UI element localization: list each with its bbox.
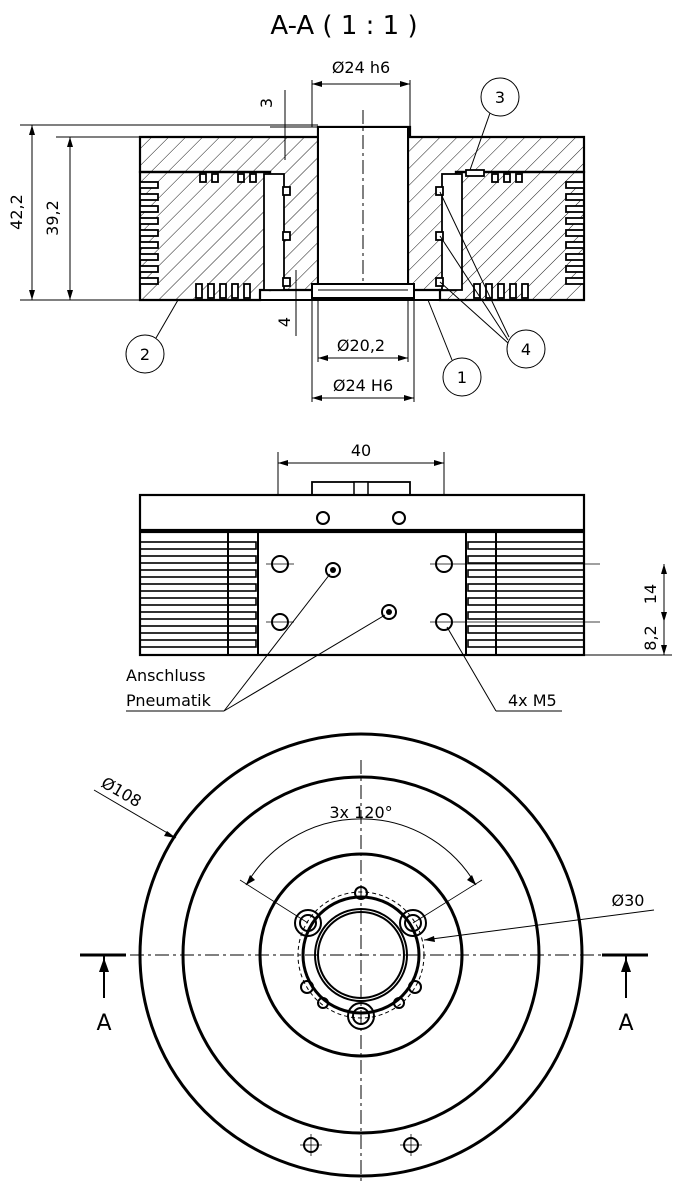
o-ring-grooves [282, 186, 444, 287]
top-view: 3x 120° Ø108 Ø30 A A [80, 732, 655, 1185]
side-fins-left [139, 541, 257, 648]
svg-text:3: 3 [495, 88, 505, 107]
note-threads: 4x M5 [446, 626, 562, 712]
cooling-fins-right [465, 169, 585, 299]
balloon-3: 3 [469, 77, 520, 171]
side-fins-right [467, 541, 585, 648]
svg-text:14: 14 [641, 584, 660, 604]
dim-height-total: 42,2 [7, 124, 318, 301]
section-title: A-A ( 1 : 1 ) [270, 11, 417, 41]
section-mark-left: A [80, 953, 126, 1036]
section-mark-right: A [602, 953, 648, 1036]
svg-text:3x 120°: 3x 120° [329, 803, 392, 822]
svg-text:Anschluss: Anschluss [126, 666, 206, 685]
svg-text:4: 4 [275, 317, 294, 327]
svg-text:8,2: 8,2 [641, 625, 660, 650]
svg-text:1: 1 [457, 368, 467, 387]
svg-text:A: A [618, 1011, 633, 1036]
svg-text:Ø24 H6: Ø24 H6 [333, 376, 393, 395]
dim-bottom-offset: 4 [275, 270, 297, 336]
small-holes [300, 886, 422, 1156]
svg-text:2: 2 [140, 345, 150, 364]
dim-bore-inner: Ø20,2 [317, 297, 409, 362]
dim-top-shaft: Ø24 h6 [311, 58, 411, 127]
dim-outer-diameter: Ø108 [93, 773, 177, 839]
cooling-fins-left [139, 173, 257, 299]
svg-text:Ø20,2: Ø20,2 [337, 336, 385, 355]
left-body [138, 170, 272, 302]
dim-angle: 3x 120° [239, 803, 483, 924]
svg-text:4x M5: 4x M5 [508, 691, 557, 710]
svg-text:42,2: 42,2 [7, 194, 26, 230]
svg-text:Ø30: Ø30 [612, 891, 645, 910]
dim-pitch: 14 8,2 [584, 564, 672, 656]
side-view: 40 [126, 441, 672, 712]
note-pneumatic: Anschluss Pneumatik [126, 573, 386, 712]
svg-text:4: 4 [521, 340, 531, 359]
counterbore-holes [294, 909, 427, 1030]
svg-text:Pneumatik: Pneumatik [126, 691, 212, 710]
outer-ring [138, 732, 584, 1178]
svg-text:Ø108: Ø108 [98, 773, 145, 811]
svg-text:40: 40 [351, 441, 371, 460]
dim-height-body: 39,2 [43, 136, 140, 300]
section-view: Ø24 h6 3 42,2 39,2 4 [7, 58, 586, 402]
side-holes [266, 555, 600, 631]
svg-text:A: A [96, 1011, 111, 1036]
balloon-1: 1 [427, 299, 482, 397]
svg-text:39,2: 39,2 [43, 200, 62, 236]
svg-text:3: 3 [257, 98, 276, 108]
dim-pitch-circle: Ø30 [423, 891, 655, 942]
dim-bore-outer: Ø24 H6 [311, 298, 415, 402]
svg-text:Ø24 h6: Ø24 h6 [332, 58, 390, 77]
balloon-2: 2 [125, 299, 179, 374]
balloon-4: 4 [439, 191, 546, 369]
